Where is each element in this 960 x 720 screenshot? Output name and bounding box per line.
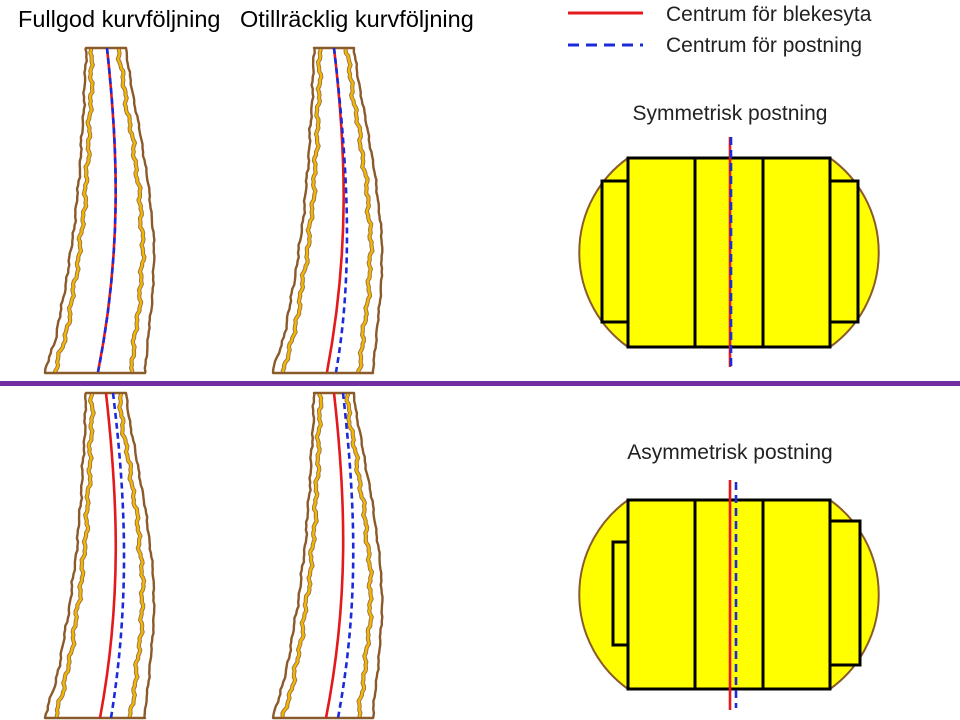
side-board-left — [600, 179, 630, 324]
growth-ring-right — [116, 48, 146, 373]
growth-ring-left — [54, 48, 94, 373]
growth-ring-left — [55, 393, 95, 718]
bleed-center-line — [98, 392, 118, 719]
log-center-lines-good-asymmetric — [98, 392, 126, 719]
growth-ring-right — [344, 48, 374, 373]
sawing-center-line — [96, 47, 117, 373]
log-poor-asymmetric — [271, 391, 384, 720]
side-board-right — [828, 179, 860, 324]
legend-label: Centrum för postning — [666, 34, 862, 57]
column-heading-poor: Otillräcklig kurvföljning — [240, 6, 474, 32]
log-center-lines-good-symmetric — [96, 47, 117, 373]
growth-ring-right — [345, 393, 374, 718]
growth-ring-left — [281, 393, 323, 718]
log-center-lines-poor-asymmetric — [324, 392, 355, 719]
legend-item-bleed-center: Centrum för blekesyta — [568, 3, 872, 26]
cross-section-symmetric — [578, 137, 880, 367]
legend-label: Centrum för blekesyta — [666, 3, 872, 26]
log-good-asymmetric — [43, 391, 156, 720]
sawing-center-line — [336, 392, 355, 719]
bark-outline — [271, 391, 384, 720]
section-divider — [0, 381, 960, 386]
bleed-center-line — [324, 392, 345, 719]
growth-ring-left — [281, 48, 323, 373]
sawing-center-line — [332, 47, 349, 373]
section-label-asymmetric: Asymmetrisk postning — [627, 441, 832, 464]
log-center-lines-poor-symmetric — [325, 47, 349, 373]
log-poor-symmetric — [271, 46, 384, 375]
legend-item-sawing-center: Centrum för postning — [568, 34, 862, 57]
log-good-symmetric — [43, 46, 156, 375]
section-label-symmetric: Symmetrisk postning — [633, 102, 828, 125]
side-board-left — [611, 540, 630, 647]
column-heading-good: Fullgod kurvföljning — [18, 6, 220, 32]
growth-ring-right — [118, 393, 146, 718]
side-board-right — [828, 519, 862, 667]
cross-section-asymmetric — [578, 480, 880, 710]
sawing-center-line — [109, 392, 126, 719]
legend: Centrum för blekesyta Centrum för postni… — [568, 3, 872, 57]
